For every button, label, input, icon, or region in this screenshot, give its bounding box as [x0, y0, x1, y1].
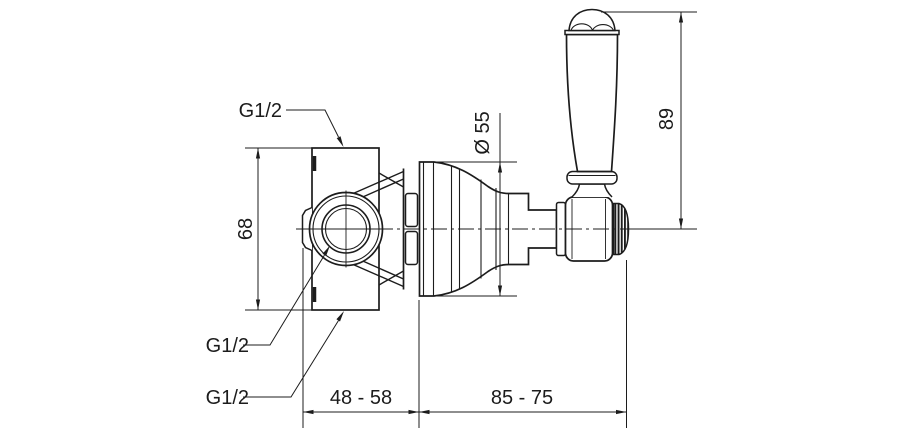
leader-line [243, 254, 325, 346]
handle-flare [571, 183, 613, 198]
arrowhead [255, 148, 261, 159]
dim-diameter-55-text: Ø 55 [472, 111, 494, 154]
leader-line [286, 109, 339, 138]
arrowhead [497, 162, 503, 173]
cartridge-lug-bottom [404, 230, 419, 266]
arrowhead [678, 12, 684, 23]
cone-edge-top [378, 172, 404, 188]
label-g12-bottom: G1/2 [206, 311, 344, 409]
handle-dome [568, 8, 616, 32]
cartridge-lug-top [404, 192, 419, 228]
arrowhead [336, 311, 344, 322]
cone-edge-bottom [378, 270, 404, 286]
dim-68-text: 68 [235, 218, 257, 240]
g12-front-text: G1/2 [206, 335, 249, 357]
arrowhead [255, 299, 261, 310]
dim-89-text: 89 [656, 108, 678, 130]
dim-escutcheon-diameter: Ø 55 [425, 111, 517, 297]
arrowhead [303, 409, 314, 415]
arrowhead [419, 409, 430, 415]
leader-line [243, 320, 339, 398]
arrowhead [616, 409, 627, 415]
label-g12-front: G1/2 [206, 245, 330, 357]
g12-bottom-text: G1/2 [206, 387, 249, 409]
arrowhead [497, 285, 503, 296]
arrowhead [408, 409, 419, 415]
dim-48-58-text: 48 - 58 [330, 387, 392, 409]
arrowhead [336, 136, 344, 147]
label-g12-top: G1/2 [239, 100, 344, 147]
handle-grip [565, 33, 619, 173]
dim-85-75-text: 85 - 75 [491, 387, 553, 409]
arrowhead [678, 218, 684, 229]
web-line [351, 263, 404, 288]
lever-handle [564, 8, 620, 198]
dome-scallops [570, 23, 615, 31]
dim-depth-and-projection: 48 - 58 85 - 75 [302, 248, 627, 428]
handle-collar [566, 170, 618, 185]
dim-body-height: 68 [235, 147, 313, 311]
g12-top-text: G1/2 [239, 100, 282, 122]
dim-handle-height: 89 [601, 11, 697, 230]
web-line [351, 170, 404, 195]
arrowhead [322, 245, 330, 256]
